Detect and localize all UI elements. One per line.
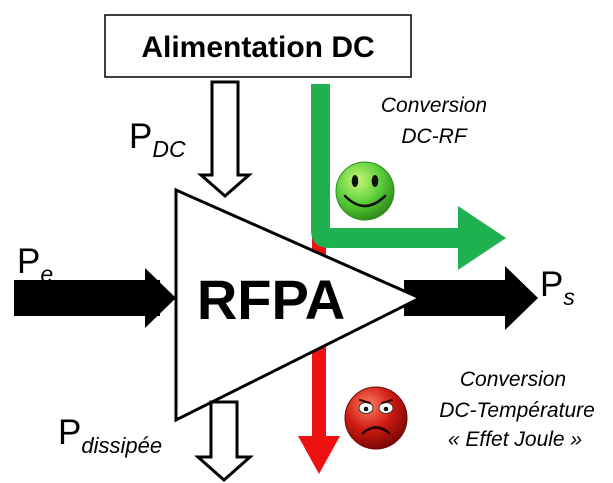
- p-dc-base: P: [129, 117, 152, 156]
- p-dissipated-label: Pdissipée: [58, 413, 162, 458]
- p-e-sub: e: [40, 261, 53, 287]
- output-arrow: [404, 266, 538, 330]
- p-s-label: Ps: [540, 265, 575, 310]
- amplifier-triangle: [174, 187, 424, 423]
- p-s-base: P: [540, 265, 563, 304]
- smiley-happy-icon: [335, 161, 395, 221]
- power-supply-label: Alimentation DC: [141, 31, 374, 64]
- dc-input-arrow: [197, 80, 253, 198]
- p-e-label: Pe: [17, 242, 53, 287]
- smiley-sad-icon: [344, 386, 408, 450]
- thermal-conversion-line2: DC-Température: [439, 399, 595, 422]
- p-dc-sub: DC: [152, 136, 186, 162]
- p-dc-label: PDC: [129, 117, 186, 162]
- thermal-conversion-line1: Conversion: [460, 368, 566, 391]
- rf-conversion-line1: Conversion: [381, 94, 487, 117]
- amplifier-label: RFPA: [197, 268, 345, 331]
- rf-conversion-line2: DC-RF: [401, 125, 467, 148]
- dissipated-arrow: [194, 400, 254, 483]
- p-e-base: P: [17, 242, 40, 281]
- p-s-sub: s: [563, 284, 575, 310]
- p-dissipated-sub: dissipée: [81, 433, 162, 458]
- thermal-conversion-line3: « Effet Joule »: [448, 428, 582, 451]
- green-conversion-arrow: [311, 84, 506, 270]
- input-arrow: [14, 268, 176, 328]
- power-supply-box: [104, 14, 412, 78]
- p-dissipated-base: P: [58, 413, 81, 452]
